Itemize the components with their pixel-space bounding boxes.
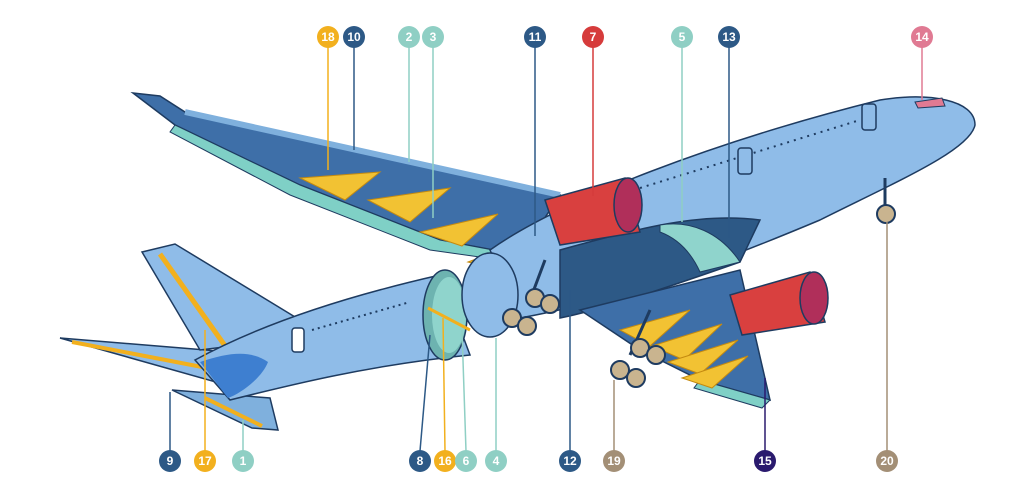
callout-badge: 2 [398,26,420,48]
callout-circle [455,450,477,472]
main-landing-gear-right [610,309,666,388]
callout-circle [559,450,581,472]
callout-label: 20 [880,454,894,468]
callout-label: 10 [347,30,361,44]
engine-right [729,271,829,336]
callout-label: 18 [321,30,335,44]
main-landing-gear-left [502,259,560,336]
near-wing [578,269,772,409]
callout-circle [434,450,456,472]
callout-label: 16 [438,454,452,468]
callout-circle [422,26,444,48]
callout-circle [671,26,693,48]
callout-badge: 16 [434,450,456,472]
callout-circle [754,450,776,472]
callout-label: 12 [563,454,577,468]
callout-circle [409,450,431,472]
callout-badge: 20 [876,450,898,472]
callout-label: 11 [529,30,542,44]
callout-label: 9 [167,454,174,468]
callout-label: 7 [590,30,597,44]
callout-badge: 15 [754,450,776,472]
callout-badge: 4 [485,450,507,472]
callout-badge: 7 [582,26,604,48]
callout-badge: 13 [718,26,740,48]
callout-badge: 6 [455,450,477,472]
callout-badge: 5 [671,26,693,48]
callout-circle [911,26,933,48]
callout-label: 17 [198,454,212,468]
callout-badge: 11 [524,26,546,48]
callout-circle [582,26,604,48]
callout-circle [718,26,740,48]
callout-circle [398,26,420,48]
callout-badge: 19 [603,450,625,472]
callout-circle [343,26,365,48]
callout-label: 15 [758,454,772,468]
callout-circle [317,26,339,48]
callout-badge: 8 [409,450,431,472]
nose-landing-gear [876,178,896,224]
callout-label: 19 [607,454,621,468]
callout-circle [159,450,181,472]
callout-label: 8 [417,454,424,468]
leader-lines [169,46,923,452]
callout-label: 5 [679,30,686,44]
callout-circle [194,450,216,472]
callout-circle [876,450,898,472]
callout-label: 6 [463,454,470,468]
callout-badge: 18 [317,26,339,48]
callout-badge: 14 [911,26,933,48]
callout-badge: 12 [559,450,581,472]
callout-label: 14 [915,30,929,44]
callout-circle [603,450,625,472]
main-wing [130,91,562,271]
callout-badge: 17 [194,450,216,472]
rear-fuselage [193,269,472,401]
callout-badge: 1 [232,450,254,472]
callout-label: 3 [430,30,437,44]
callout-circle [232,450,254,472]
callout-label: 13 [722,30,736,44]
callout-circle [485,450,507,472]
callout-circle [524,26,546,48]
callout-label: 1 [240,454,247,468]
engine-left [544,177,643,246]
callout-badge: 3 [422,26,444,48]
callout-label: 4 [493,454,500,468]
callout-badge: 10 [343,26,365,48]
callout-label: 2 [406,30,413,44]
callout-badge: 9 [159,450,181,472]
